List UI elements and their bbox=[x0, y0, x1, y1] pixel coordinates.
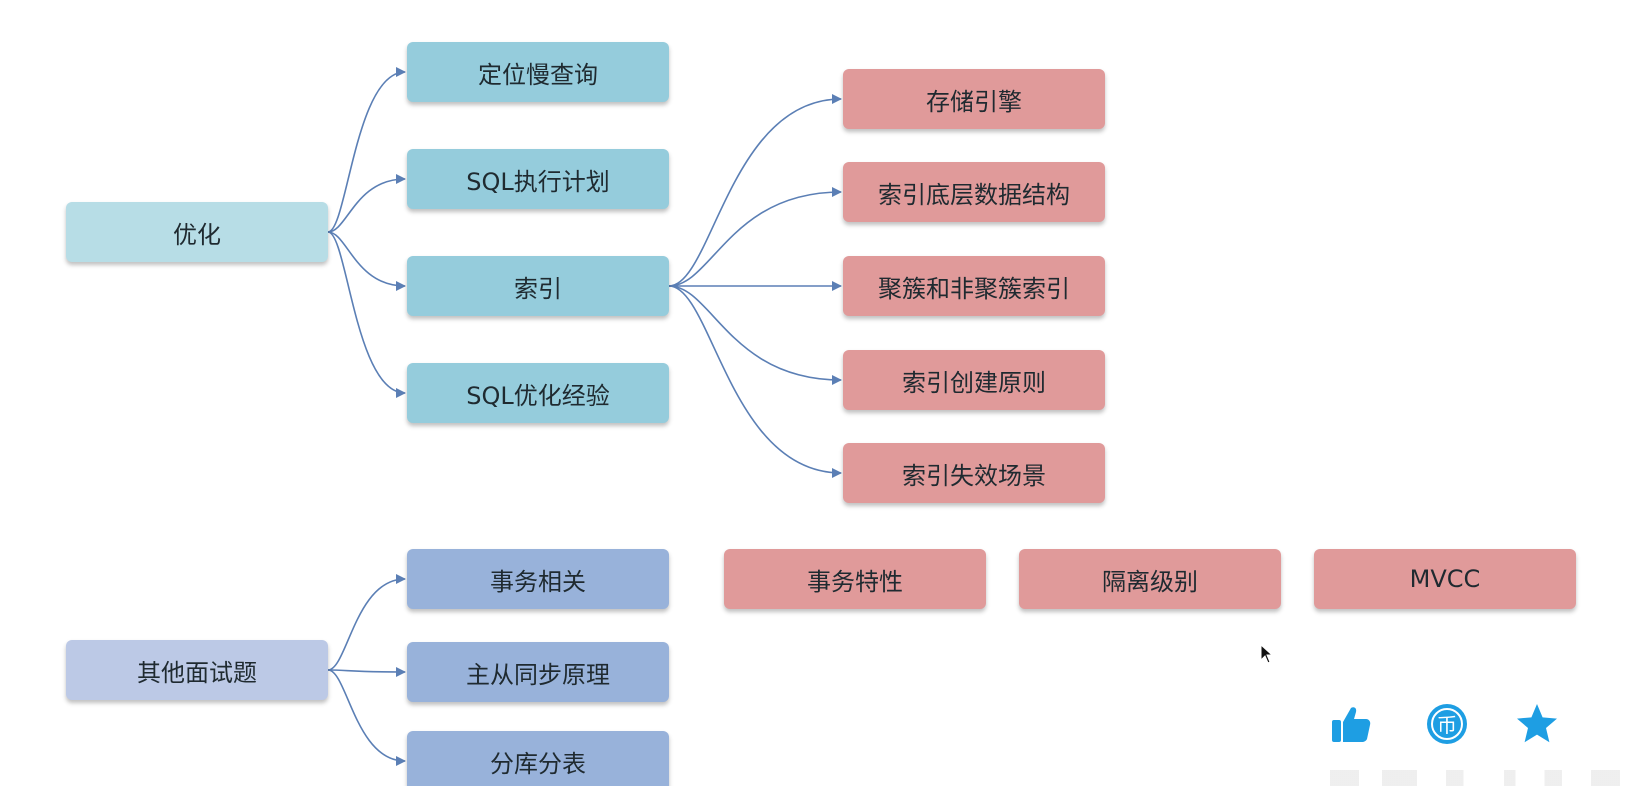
node-index-label: 索引 bbox=[514, 274, 562, 303]
mouse-cursor-icon bbox=[1260, 644, 1274, 664]
node-clustered-index[interactable]: 聚簇和非聚簇索引 bbox=[843, 256, 1105, 316]
coin-button[interactable]: 币 bbox=[1424, 701, 1470, 747]
node-index-failure[interactable]: 索引失效场景 bbox=[843, 443, 1105, 503]
node-index[interactable]: 索引 bbox=[407, 256, 669, 316]
node-sql-experience[interactable]: SQL优化经验 bbox=[407, 363, 669, 423]
connector-node-other-questions-to-node-transaction bbox=[327, 574, 406, 671]
connector-node-index-to-node-index-principles bbox=[668, 285, 842, 385]
coin-icon: 币 bbox=[1427, 704, 1467, 744]
node-index-principles-label: 索引创建原则 bbox=[902, 368, 1046, 397]
connector-node-other-questions-to-node-sharding bbox=[327, 669, 406, 766]
connector-node-optimize-to-node-slow-query bbox=[327, 67, 406, 233]
node-optimize[interactable]: 优化 bbox=[66, 202, 328, 262]
faded-watermark bbox=[1330, 770, 1620, 786]
coin-glyph: 币 bbox=[1437, 713, 1457, 737]
node-clustered-index-label: 聚簇和非聚簇索引 bbox=[878, 274, 1070, 303]
like-button[interactable] bbox=[1328, 701, 1374, 747]
favorite-button[interactable] bbox=[1514, 701, 1560, 747]
node-mvcc-label: MVCC bbox=[1409, 565, 1481, 593]
node-sql-plan[interactable]: SQL执行计划 bbox=[407, 149, 669, 209]
node-other-questions[interactable]: 其他面试题 bbox=[66, 640, 328, 700]
connector-node-index-to-node-storage-engine bbox=[668, 94, 842, 287]
node-mvcc[interactable]: MVCC bbox=[1314, 549, 1576, 609]
node-slow-query[interactable]: 定位慢查询 bbox=[407, 42, 669, 102]
node-acid[interactable]: 事务特性 bbox=[724, 549, 986, 609]
node-replication[interactable]: 主从同步原理 bbox=[407, 642, 669, 702]
node-storage-engine[interactable]: 存储引擎 bbox=[843, 69, 1105, 129]
connector-node-optimize-to-node-sql-plan bbox=[327, 174, 406, 233]
connector-node-optimize-to-node-sql-experience bbox=[327, 231, 406, 398]
node-other-questions-label: 其他面试题 bbox=[137, 658, 257, 687]
node-index-structure[interactable]: 索引底层数据结构 bbox=[843, 162, 1105, 222]
node-index-principles[interactable]: 索引创建原则 bbox=[843, 350, 1105, 410]
node-isolation-label: 隔离级别 bbox=[1102, 567, 1198, 596]
node-index-structure-label: 索引底层数据结构 bbox=[878, 180, 1070, 209]
connector-node-index-to-node-index-structure bbox=[668, 187, 842, 287]
connector-node-index-to-node-index-failure bbox=[668, 285, 842, 478]
node-sharding[interactable]: 分库分表 bbox=[407, 731, 669, 786]
node-transaction-label: 事务相关 bbox=[490, 567, 586, 596]
node-sharding-label: 分库分表 bbox=[490, 749, 586, 778]
star-icon bbox=[1517, 704, 1557, 743]
connector-node-other-questions-to-node-replication bbox=[327, 666, 406, 677]
node-slow-query-label: 定位慢查询 bbox=[478, 60, 598, 89]
node-optimize-label: 优化 bbox=[173, 220, 221, 249]
node-storage-engine-label: 存储引擎 bbox=[926, 87, 1022, 116]
node-sql-plan-label: SQL执行计划 bbox=[466, 167, 610, 196]
node-transaction[interactable]: 事务相关 bbox=[407, 549, 669, 609]
node-acid-label: 事务特性 bbox=[807, 567, 903, 596]
connector-node-optimize-to-node-index bbox=[327, 231, 406, 291]
node-isolation[interactable]: 隔离级别 bbox=[1019, 549, 1281, 609]
thumbs-up-icon bbox=[1332, 707, 1371, 742]
node-index-failure-label: 索引失效场景 bbox=[902, 461, 1046, 490]
node-replication-label: 主从同步原理 bbox=[466, 660, 610, 689]
node-sql-experience-label: SQL优化经验 bbox=[466, 381, 610, 410]
